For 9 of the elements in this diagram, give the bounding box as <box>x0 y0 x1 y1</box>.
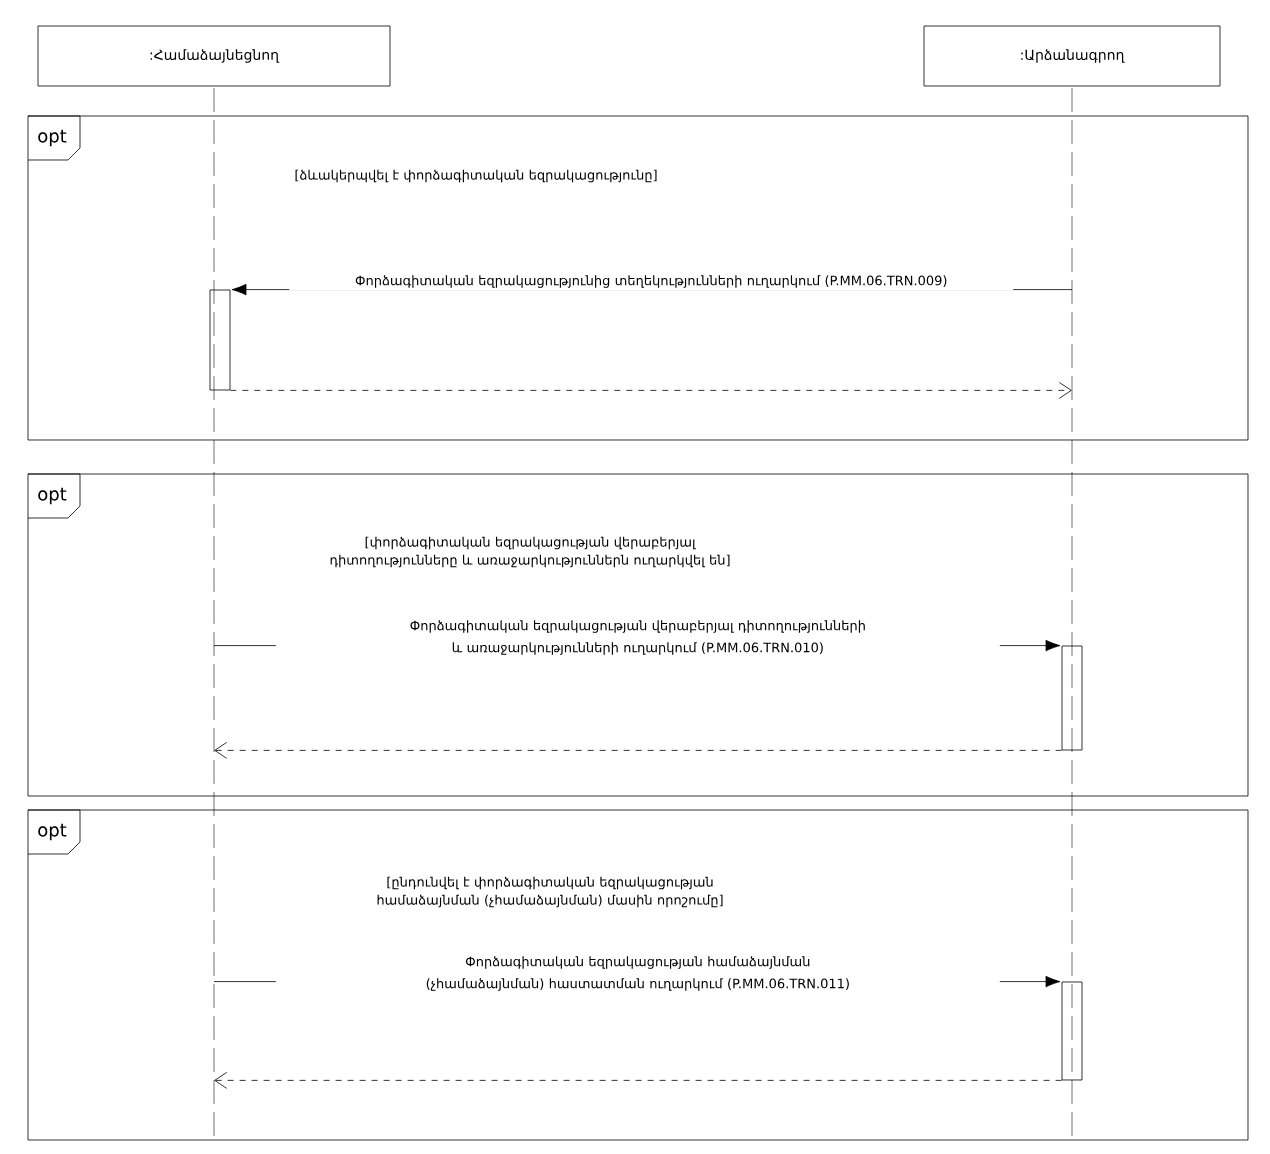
message-arrow <box>214 742 1062 759</box>
message-arrow <box>214 1072 1062 1089</box>
message-arrow <box>230 382 1072 399</box>
activation-bar <box>209 289 231 391</box>
operator-tab: opt <box>27 473 81 519</box>
activation-bar <box>1061 981 1083 1081</box>
operator-tab: opt <box>27 115 81 161</box>
activation-bar <box>1061 645 1083 751</box>
operator-tab: opt <box>27 809 81 855</box>
